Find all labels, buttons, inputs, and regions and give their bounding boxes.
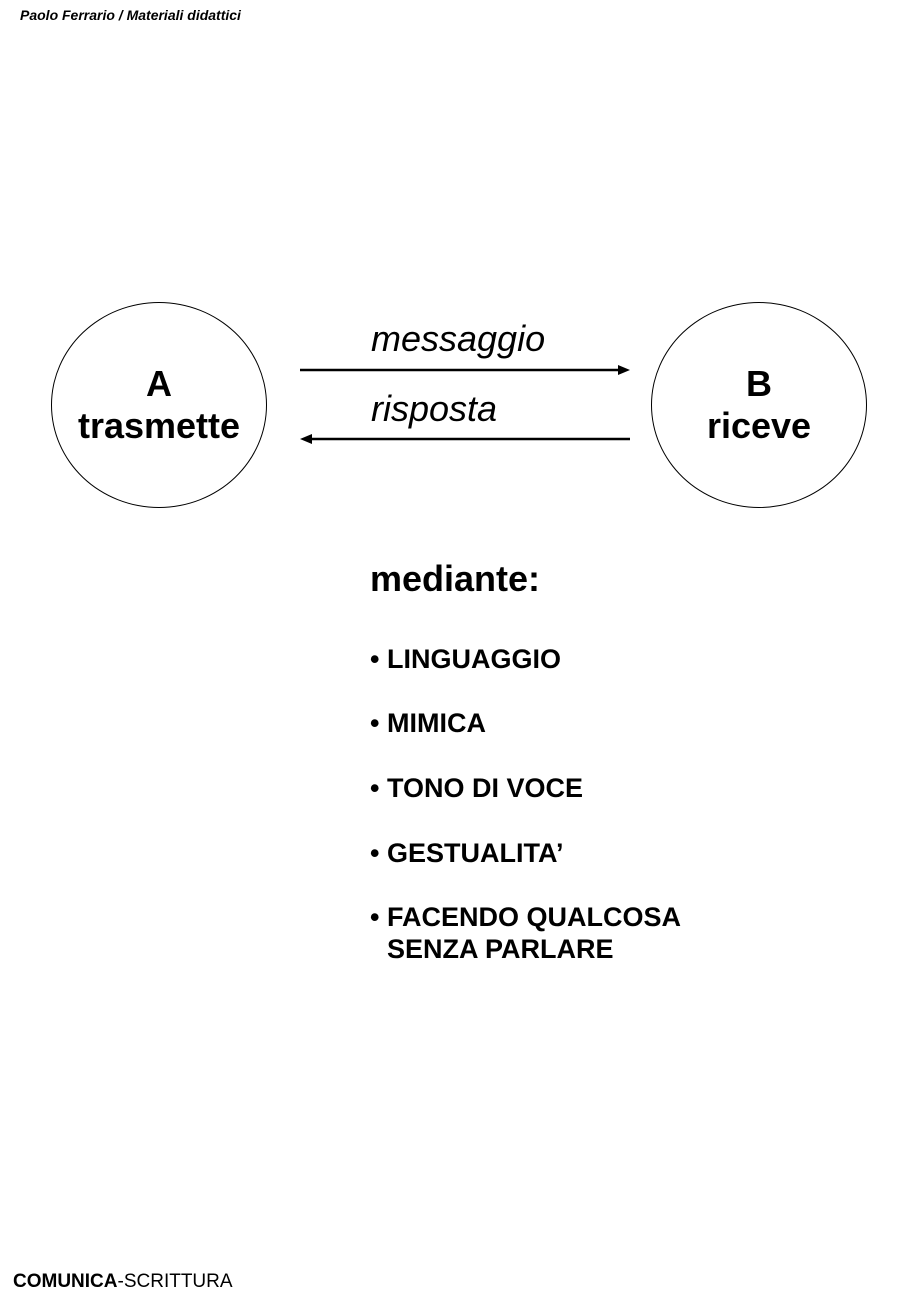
node-b-circle: B riceve <box>651 302 867 508</box>
node-a-letter: A <box>146 363 172 404</box>
footer-regular: -SCRITTURA <box>117 1271 233 1292</box>
node-b-label: riceve <box>706 405 812 446</box>
message-arrow <box>300 365 630 375</box>
means-item: • MIMICA <box>370 708 486 738</box>
means-title: mediante: <box>370 558 541 599</box>
header-title: Paolo Ferrario / Materiali didattici <box>20 7 241 23</box>
response-arrow <box>300 434 630 444</box>
response-label: risposta <box>371 388 498 429</box>
footer-bold: COMUNICA <box>13 1271 118 1292</box>
means-item: • LINGUAGGIO <box>370 644 561 674</box>
footer: COMUNICA-SCRITTURA <box>13 1271 233 1293</box>
node-a-circle: A trasmette <box>51 302 267 508</box>
arrows <box>300 365 630 444</box>
node-a-label: trasmette <box>77 405 241 446</box>
means-item: • TONO DI VOCE <box>370 773 583 803</box>
means-item: • FACENDO QUALCOSA <box>370 902 681 932</box>
means-item: • GESTUALITA’ <box>370 838 564 868</box>
message-label: messaggio <box>371 318 546 359</box>
node-b-letter: B <box>746 363 772 404</box>
means-item-continuation: SENZA PARLARE <box>387 934 614 964</box>
